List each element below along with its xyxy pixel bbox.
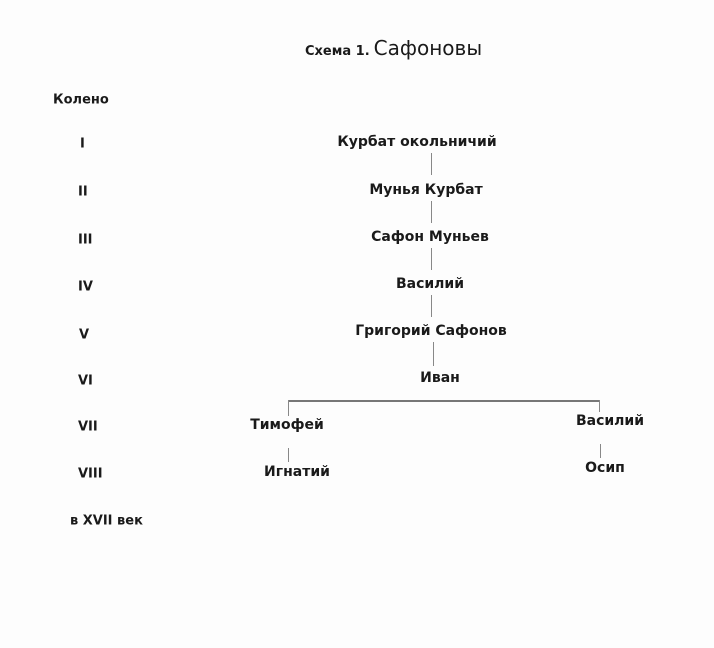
generation-label: III xyxy=(78,232,93,248)
generation-label: VIII xyxy=(78,466,103,482)
generation-label: II xyxy=(78,184,88,200)
century-label: в XVII век xyxy=(70,513,143,529)
person-node: Осип xyxy=(585,460,625,476)
title-name: Сафоновы xyxy=(373,36,483,60)
generation-label: I xyxy=(80,136,85,152)
branch-line xyxy=(288,400,600,402)
person-node: Сафон Муньев xyxy=(371,229,489,245)
person-node: Григорий Сафонов xyxy=(355,323,507,339)
person-node: Игнатий xyxy=(264,464,330,480)
generation-header: Колено xyxy=(53,92,109,108)
connector-line xyxy=(431,153,432,175)
connector-line xyxy=(599,400,600,412)
person-node: Иван xyxy=(420,370,460,386)
person-node: Тимофей xyxy=(250,417,324,433)
person-node: Василий xyxy=(395,276,465,292)
connector-line xyxy=(288,400,289,416)
connector-line xyxy=(433,342,434,366)
generation-label: V xyxy=(79,327,90,343)
connector-line xyxy=(431,248,432,270)
title-prefix: Схема 1. xyxy=(305,44,370,59)
person-node: Василий xyxy=(575,413,645,429)
connector-line xyxy=(431,201,432,223)
generation-label: VI xyxy=(78,373,93,389)
connector-line xyxy=(288,448,289,462)
diagram-title: Схема 1.Сафоновы xyxy=(305,36,482,60)
person-node: Мунья Курбат xyxy=(369,182,483,198)
generation-label: IV xyxy=(78,279,93,295)
generation-label: VII xyxy=(78,419,98,435)
connector-line xyxy=(600,444,601,458)
person-node: Курбат окольничий xyxy=(337,134,497,150)
connector-line xyxy=(431,295,432,317)
